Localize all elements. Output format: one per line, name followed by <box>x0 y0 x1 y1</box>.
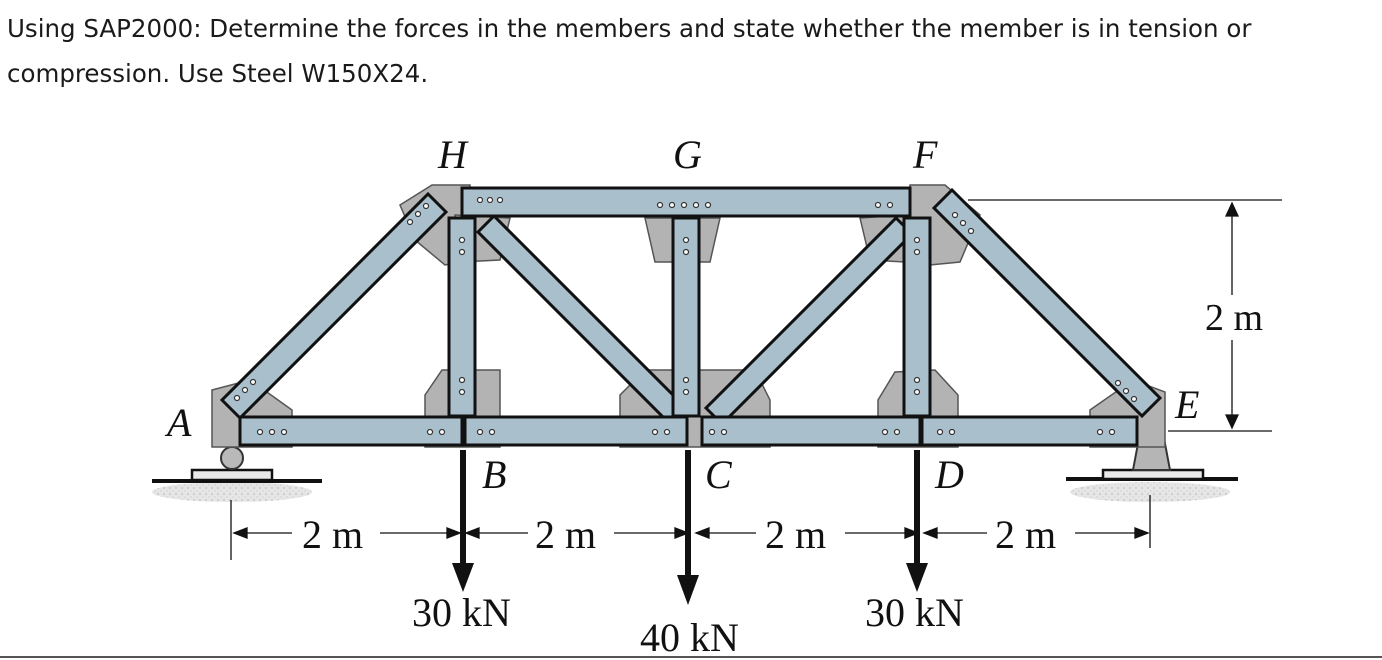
load-label-B: 30 kN <box>412 590 511 635</box>
member-BC <box>463 415 689 447</box>
member-HGF <box>460 186 912 218</box>
load-label-C: 40 kN <box>640 615 739 660</box>
span-label-CD: 2 m <box>765 512 826 557</box>
span-label-DE: 2 m <box>995 512 1056 557</box>
load-label-D: 30 kN <box>865 590 964 635</box>
span-label-BC: 2 m <box>535 512 596 557</box>
question-line-2: compression. Use Steel W150X24. <box>7 59 429 88</box>
member-GC <box>671 216 701 418</box>
support-roller-A <box>152 446 322 502</box>
joint-label-D: D <box>934 452 964 497</box>
rivets <box>233 196 1138 436</box>
joint-label-B: B <box>482 452 506 497</box>
member-FD <box>902 216 932 418</box>
member-HB <box>447 216 477 418</box>
span-label-AB: 2 m <box>302 512 363 557</box>
joint-label-C: C <box>705 452 733 497</box>
height-dimension <box>968 199 1282 432</box>
joint-label-H: H <box>437 132 469 177</box>
member-CF <box>703 215 915 427</box>
height-label: 2 m <box>1205 297 1263 339</box>
joint-label-G: G <box>673 132 702 177</box>
joint-label-E: E <box>1174 382 1199 427</box>
joint-label-F: F <box>912 132 938 177</box>
member-AH <box>219 191 449 421</box>
span-dimension <box>230 495 1151 560</box>
truss-members <box>219 186 1163 447</box>
joint-label-A: A <box>164 400 192 445</box>
question-text: Using SAP2000: Determine the forces in t… <box>7 6 1377 96</box>
question-line-1: Using SAP2000: Determine the forces in t… <box>7 14 1252 43</box>
load-arrows <box>452 450 928 605</box>
member-FE <box>931 187 1163 419</box>
member-AB <box>238 415 464 447</box>
